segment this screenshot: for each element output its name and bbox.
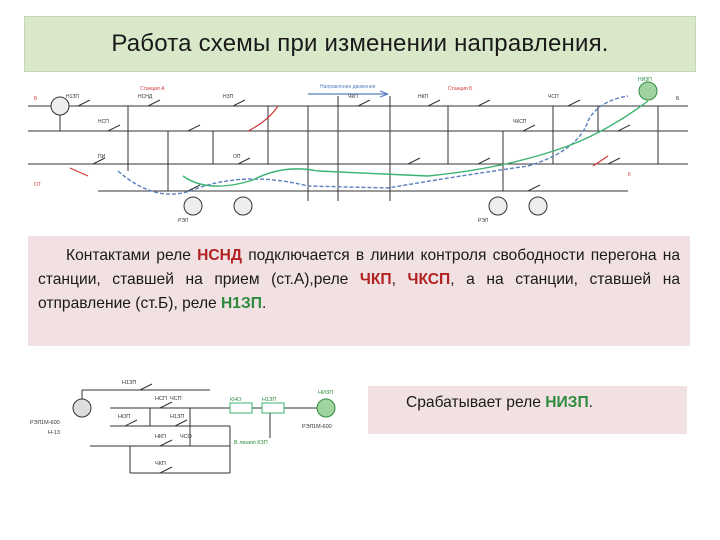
relay-coil-nizp: [638, 81, 658, 101]
relay-coil-b2: [528, 196, 548, 216]
title-banner: Работа схемы при изменении направления.: [24, 16, 696, 72]
diag-label: ПИ: [98, 154, 106, 160]
relay-name-nizp: НИЗП: [545, 394, 589, 411]
diag-label: РЭЛ1М-600: [30, 420, 60, 426]
diag-label: НСП: [98, 119, 109, 125]
relay-coil-a1: [183, 196, 203, 216]
top-circuit-diagram: Станция А Станция Б Направление движения…: [28, 77, 688, 224]
diag-label: ОП: [233, 154, 241, 160]
bottom-circuit-diagram: Н1ЗП НСП ЧСП НОП Н1ЗП НКП ЧСО ЧКП КНО Н1…: [30, 380, 336, 474]
diag-label: РЭЛ: [478, 218, 488, 224]
diag-label: Н-13: [48, 430, 60, 436]
relay-coil-bottom-nizp: [316, 398, 336, 418]
diag-label: НКП: [418, 94, 429, 100]
diag-label: ЧСП: [170, 396, 182, 402]
diag-label: РЭЛ: [178, 218, 188, 224]
diag-label: Б: [34, 96, 38, 102]
diag-label: Н1ЗП: [122, 380, 136, 386]
direction-label: Направление движения: [320, 84, 376, 90]
text-run: подключается в линии контроля свободност…: [38, 247, 680, 288]
diag-label: ЧКСП: [513, 119, 527, 125]
diag-label: НИЗП: [318, 390, 333, 396]
side-note-text: Срабатывает реле: [406, 394, 546, 411]
diag-label: ОТ: [34, 182, 41, 188]
diag-label: ЧСО: [180, 434, 193, 440]
diag-label: ЧКП: [348, 94, 358, 100]
relay-coil-b1: [488, 196, 508, 216]
diag-label: Н1ЗП: [66, 94, 79, 100]
diag-label: НСНД: [138, 94, 153, 100]
contact-n1zp: [261, 402, 285, 414]
explanation-box: Контактами реле НСНД подключается в лини…: [28, 236, 690, 346]
relay-coil-bottom-n1zp: [72, 398, 92, 418]
contact-kno: [229, 402, 253, 414]
relay-coil-a2: [233, 196, 253, 216]
diag-label: Б: [676, 96, 680, 102]
relay-name-chksp: ЧКСП: [407, 271, 451, 288]
diag-label: К: [628, 172, 631, 178]
side-note-suffix: .: [588, 394, 593, 411]
text-run: ,: [391, 271, 408, 288]
diag-label: ЧСП: [548, 94, 559, 100]
slide-title: Работа схемы при изменении направления.: [111, 30, 609, 57]
text-run: , а на станции, ставшей на отправление (…: [38, 271, 680, 312]
station-b-label: Станция Б: [448, 86, 473, 92]
diag-label: НКП: [155, 434, 166, 440]
relay-name-chkp: ЧКП: [359, 271, 392, 288]
diag-label: Н1ЗП: [170, 414, 184, 420]
text-run: .: [261, 295, 267, 312]
diag-label: НИЗП: [638, 77, 652, 83]
diag-label: НЗП: [223, 94, 234, 100]
side-note-box: Срабатывает реле НИЗП.: [368, 386, 687, 434]
text-run: Контактами реле: [66, 247, 198, 264]
diag-label: В линию КЗП: [234, 440, 268, 446]
relay-coil-n1zp: [50, 96, 70, 116]
diag-label: НОП: [118, 414, 130, 420]
relay-name-nsnd: НСНД: [197, 247, 243, 264]
station-a-label: Станция А: [140, 86, 165, 92]
explanation-paragraph: Контактами реле НСНД подключается в лини…: [38, 244, 680, 316]
diag-label: КНО: [230, 397, 242, 403]
diag-label: Н1ЗП: [262, 397, 276, 403]
diag-label: НСП: [155, 396, 167, 402]
relay-name-n1zp: Н1ЗП: [221, 295, 262, 312]
diag-label: РЭЛ1М-600: [302, 424, 332, 430]
diag-label: ЧКП: [155, 461, 166, 467]
